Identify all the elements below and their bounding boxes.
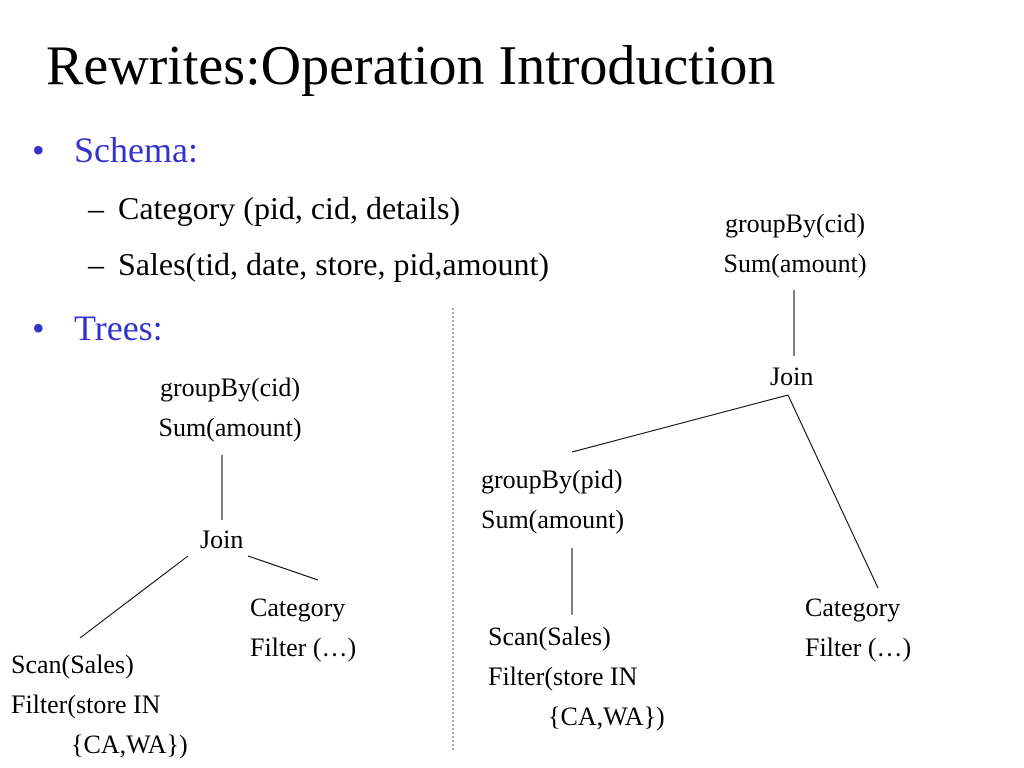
node-line: Category — [805, 593, 901, 622]
subitem-sales: –Sales(tid, date, store, pid,amount) — [88, 244, 549, 284]
node-line: Filter (…) — [250, 633, 357, 662]
bullet-dot: • — [32, 308, 45, 348]
slide-title: Rewrites:Operation Introduction — [46, 35, 776, 97]
node-line: Filter (…) — [805, 633, 912, 662]
node-line: groupBy(cid) — [724, 209, 866, 238]
right-scan-node: Scan(Sales) Filter(store IN {CA,WA}) — [488, 617, 665, 737]
node-line: Sum(amount) — [481, 505, 624, 534]
node-line: {CA,WA}) — [548, 702, 665, 731]
left-root-node: groupBy(cid) Sum(amount) — [130, 368, 330, 448]
node-line: Filter(store IN — [11, 690, 161, 719]
dash-mark: – — [88, 246, 104, 282]
subitem-label: Category (pid, cid, details) — [118, 190, 461, 226]
left-scan-node: Scan(Sales) Filter(store IN {CA,WA}) — [11, 645, 188, 765]
bullet-schema: • Schema: — [32, 128, 198, 172]
left-join-category-edge — [247, 555, 319, 581]
node-line: Scan(Sales) — [488, 622, 611, 651]
node-line: Filter(store IN — [488, 662, 638, 691]
node-line: Sum(amount) — [723, 249, 867, 278]
node-line: Category — [250, 593, 346, 622]
left-join-scan-edge — [79, 555, 189, 639]
dash-mark: – — [88, 190, 104, 226]
right-category-node: Category Filter (…) — [805, 588, 911, 668]
bullet-trees: • Trees: — [32, 306, 163, 350]
left-category-node: Category Filter (…) — [250, 588, 356, 668]
right-join-group-edge — [571, 394, 789, 453]
right-group-node: groupBy(pid) Sum(amount) — [481, 460, 624, 540]
right-root-node: groupBy(cid) Sum(amount) — [700, 204, 890, 284]
node-line: Scan(Sales) — [11, 650, 134, 679]
node-line: groupBy(cid) — [159, 373, 301, 402]
node-line: {CA,WA}) — [71, 730, 188, 759]
node-line: Sum(amount) — [158, 413, 302, 442]
right-join-category-edge — [787, 394, 879, 589]
node-line: groupBy(pid) — [481, 465, 623, 494]
left-join-node: Join — [200, 525, 244, 554]
bullet-dot: • — [32, 130, 45, 170]
subitem-category: –Category (pid, cid, details) — [88, 188, 460, 228]
bullet-label: Trees: — [74, 308, 163, 348]
subitem-label: Sales(tid, date, store, pid,amount) — [118, 246, 550, 282]
right-join-node: Join — [770, 362, 814, 391]
bullet-label: Schema: — [74, 130, 198, 170]
